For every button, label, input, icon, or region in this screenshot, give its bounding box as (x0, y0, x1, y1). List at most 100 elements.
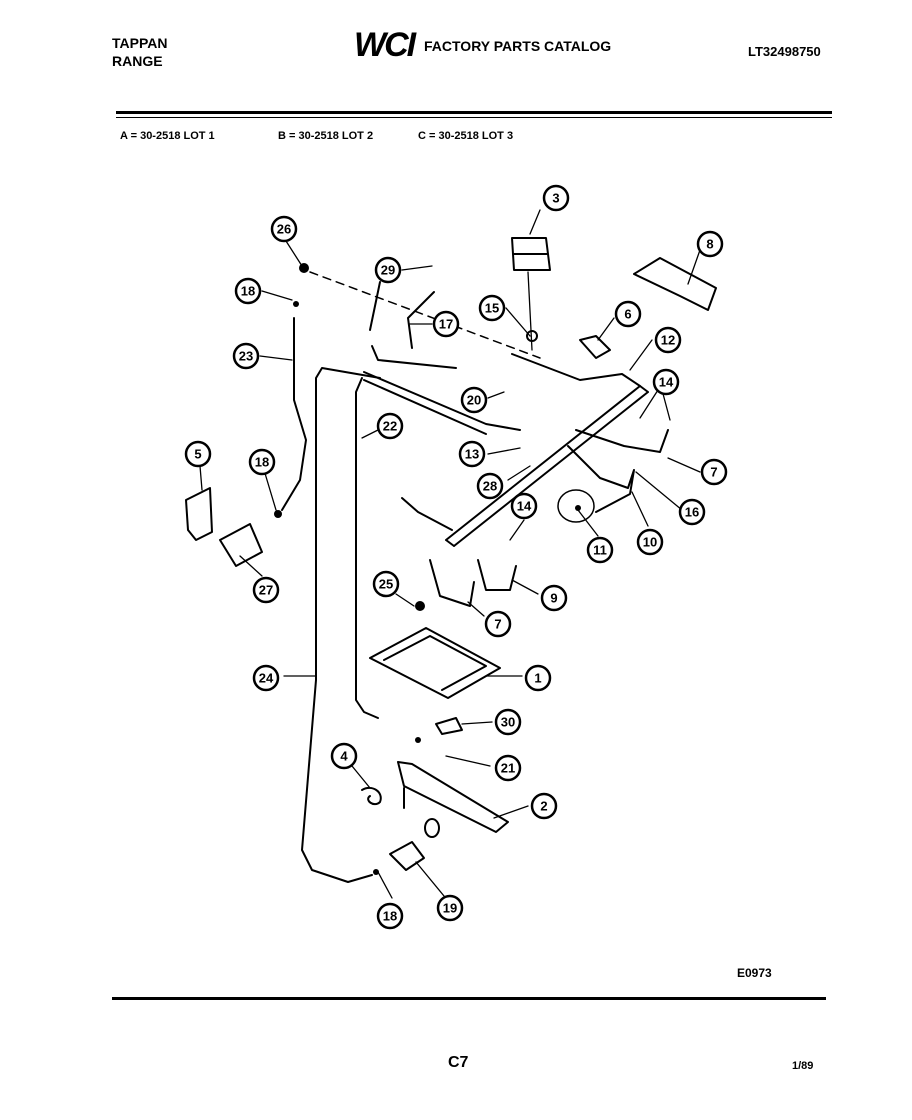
part-4-clip (361, 786, 382, 806)
part-26-nut (299, 263, 309, 273)
callout-16: 16 (678, 498, 706, 526)
callout-label: 18 (383, 909, 397, 924)
callout-label: 18 (255, 455, 269, 470)
callout-21: 21 (494, 754, 522, 782)
part-24-tube (301, 367, 381, 883)
callout-17: 17 (432, 310, 460, 338)
part-9-tube (477, 559, 517, 591)
callout-2: 2 (530, 792, 558, 820)
callout-label: 7 (494, 617, 501, 632)
callout-5: 5 (184, 440, 212, 468)
manifold-tube (363, 371, 521, 435)
callout-29: 29 (374, 256, 402, 284)
callout-11: 11 (586, 536, 614, 564)
callout-bubble (654, 326, 682, 354)
callout-bubble (330, 742, 358, 770)
callout-label: 16 (685, 505, 699, 520)
callout-label: 21 (501, 761, 515, 776)
callout-bubble (484, 610, 512, 638)
callout-bubble (510, 492, 538, 520)
part-11-sensor (575, 505, 581, 511)
part-3-valve (511, 237, 551, 271)
part-10-thermocouple (567, 445, 635, 513)
part-6-bracket (579, 335, 611, 359)
callout-label: 14 (659, 375, 674, 390)
callout-label: 25 (379, 577, 393, 592)
callout-25: 25 (372, 570, 400, 598)
callout-label: 27 (259, 583, 273, 598)
callout-7: 7 (700, 458, 728, 486)
part-18-fitting-bottom (373, 869, 379, 875)
figure-code: E0973 (737, 966, 772, 980)
callout-bubble (476, 472, 504, 500)
part-22-tube (355, 377, 379, 719)
callout-bubble (540, 584, 568, 612)
leader-lines (199, 209, 701, 899)
callout-label: 13 (465, 447, 479, 462)
callout-bubble (530, 792, 558, 820)
callout-4: 4 (330, 742, 358, 770)
part-7-right-tube (575, 429, 669, 453)
header-rule-thin (116, 117, 832, 118)
part-21-screw (415, 737, 421, 743)
brand-line-2: RANGE (112, 53, 163, 69)
part-30-shutter (435, 717, 463, 735)
callout-label: 18 (241, 284, 255, 299)
callout-14: 14 (652, 368, 680, 396)
callout-label: 17 (439, 317, 453, 332)
callout-10: 10 (636, 528, 664, 556)
callout-label: 5 (194, 447, 201, 462)
callout-bubble (494, 754, 522, 782)
callout-bubble (436, 894, 464, 922)
callout-bubble (478, 294, 506, 322)
callout-label: 19 (443, 901, 457, 916)
callout-bubble (184, 440, 212, 468)
callout-bubble (636, 528, 664, 556)
callout-label: 28 (483, 479, 497, 494)
callout-bubble (460, 386, 488, 414)
callout-label: 15 (485, 301, 499, 316)
callout-bubble (524, 664, 552, 692)
callout-label: 11 (593, 543, 607, 558)
callout-22: 22 (376, 412, 404, 440)
callout-bubble (270, 215, 298, 243)
callout-bubble (374, 256, 402, 284)
brand-line-1: TAPPAN (112, 35, 168, 51)
callout-30: 30 (494, 708, 522, 736)
callout-label: 7 (710, 465, 717, 480)
callout-bubble (376, 412, 404, 440)
callout-label: 30 (501, 715, 515, 730)
callout-9: 9 (540, 584, 568, 612)
callout-18: 18 (234, 277, 262, 305)
wci-logo: WCI (354, 26, 416, 64)
part-3-tube (511, 353, 641, 387)
callout-bubble (432, 310, 460, 338)
part-11-ring (557, 489, 595, 523)
callout-bubble (252, 664, 280, 692)
callout-label: 12 (661, 333, 675, 348)
lot-c: C = 30-2518 LOT 3 (418, 130, 514, 142)
callout-bubble (232, 342, 260, 370)
callout-3: 3 (542, 184, 570, 212)
page-number: C7 (448, 1054, 469, 1071)
callout-28: 28 (476, 472, 504, 500)
part-15-nut (526, 330, 538, 342)
callout-label: 4 (340, 749, 348, 764)
callout-label: 1 (534, 671, 541, 686)
callout-7: 7 (484, 610, 512, 638)
callout-label: 22 (383, 419, 397, 434)
part-17-rod (371, 291, 457, 369)
part-27-switch (219, 523, 263, 567)
callout-bubble (700, 458, 728, 486)
callout-23: 23 (232, 342, 260, 370)
callout-13: 13 (458, 440, 486, 468)
catalog-title: FACTORY PARTS CATALOG (424, 38, 612, 54)
part-8-bracket (633, 257, 717, 311)
callout-27: 27 (252, 576, 280, 604)
part-23-tube (281, 317, 307, 511)
callout-label: 6 (624, 307, 631, 322)
callout-bubble (586, 536, 614, 564)
callout-12: 12 (654, 326, 682, 354)
